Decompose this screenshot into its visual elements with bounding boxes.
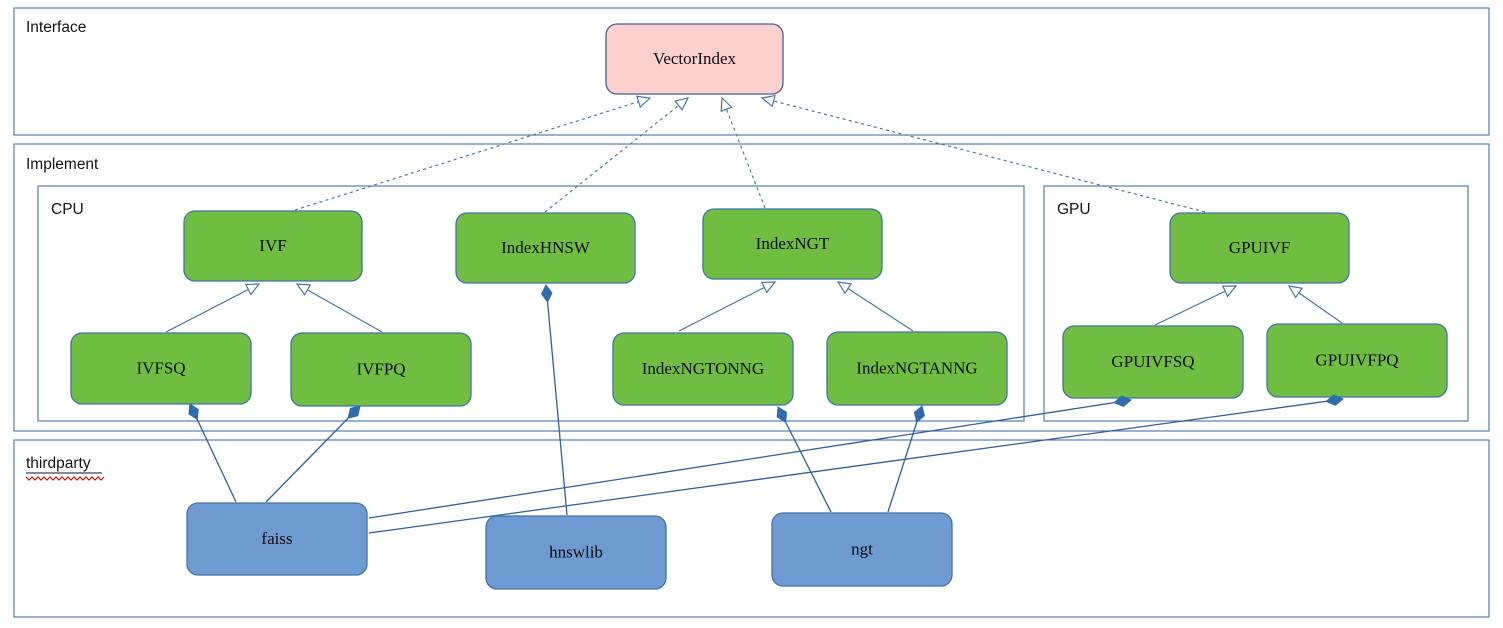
- package-gpu-label: GPU: [1057, 201, 1091, 218]
- class-node-box[interactable]: [826, 331, 1008, 406]
- class-node-box[interactable]: [771, 512, 953, 587]
- edge-ivfsq-faiss: [189, 403, 237, 503]
- edge-indexhnsw-vectorindex: [544, 97, 689, 213]
- edge-indexngtanng-ngt: [887, 405, 923, 513]
- class-node-label: IndexHNSW: [501, 238, 591, 257]
- class-node-label: ngt: [851, 539, 873, 558]
- edge-ivfsq-ivf: [165, 283, 260, 333]
- arrowhead-hollow-triangle-icon: [760, 94, 776, 108]
- edge-gpuivfsq-gpuivf: [1154, 285, 1237, 326]
- arrowhead-filled-diamond-icon: [541, 284, 553, 303]
- class-node-box[interactable]: [290, 332, 472, 407]
- arrowhead-hollow-triangle-icon: [1287, 285, 1304, 299]
- arrowhead-hollow-triangle-icon: [295, 283, 312, 296]
- edge-ivfpq-faiss: [265, 405, 361, 503]
- class-node-indexngt[interactable]: IndexNGT: [702, 208, 883, 280]
- class-node-label: GPUIVFSQ: [1111, 352, 1194, 371]
- package-thirdparty-label: thirdparty: [26, 455, 91, 472]
- class-node-label: IndexNGT: [756, 234, 830, 253]
- package-cpu-label: CPU: [51, 201, 84, 218]
- class-node-gpuivfsq[interactable]: GPUIVFSQ: [1062, 325, 1244, 399]
- class-node-box[interactable]: [612, 332, 794, 406]
- arrowhead-hollow-triangle-icon: [760, 281, 777, 294]
- class-node-box[interactable]: [1062, 325, 1244, 399]
- edge-indexngt-vectorindex: [721, 97, 766, 209]
- class-node-ivfpq[interactable]: IVFPQ: [290, 332, 472, 407]
- class-node-label: IVFSQ: [136, 358, 185, 377]
- class-node-label: IVF: [259, 236, 286, 255]
- class-node-label: IndexNGTANNG: [856, 358, 977, 377]
- edge-indexngtonng-indexngt: [678, 281, 776, 332]
- class-node-label: hnswlib: [549, 542, 603, 561]
- arrowhead-filled-diamond-icon: [347, 405, 361, 419]
- edge-indexhnsw-hnswlib: [545, 284, 568, 516]
- edge-layer: [165, 97, 1344, 534]
- spellcheck-squiggle-icon: [25, 476, 105, 481]
- edge-ivfpq-ivf: [296, 283, 383, 333]
- class-node-hnswlib[interactable]: hnswlib: [485, 515, 667, 590]
- arrowhead-hollow-triangle-icon: [1221, 285, 1238, 298]
- class-node-box[interactable]: [70, 332, 252, 405]
- class-node-box[interactable]: [1266, 323, 1448, 398]
- arrowhead-hollow-triangle-icon: [720, 96, 733, 113]
- class-node-label: faiss: [261, 529, 292, 548]
- class-node-box[interactable]: [1169, 212, 1350, 284]
- class-node-ivfsq[interactable]: IVFSQ: [70, 332, 252, 405]
- class-node-label: GPUIVFPQ: [1315, 350, 1398, 369]
- class-node-faiss[interactable]: faiss: [186, 502, 368, 576]
- class-node-indexhnsw[interactable]: IndexHNSW: [455, 212, 636, 284]
- class-node-vectorindex[interactable]: VectorIndex: [605, 23, 784, 95]
- arrowhead-filled-diamond-icon: [188, 403, 199, 421]
- class-node-label: GPUIVF: [1229, 238, 1290, 257]
- class-node-label: IVFPQ: [356, 359, 405, 378]
- arrowhead-layer: [188, 94, 1344, 424]
- class-node-gpuivf[interactable]: GPUIVF: [1169, 212, 1350, 284]
- arrowhead-filled-diamond-icon: [776, 406, 787, 424]
- class-node-gpuivfpq[interactable]: GPUIVFPQ: [1266, 323, 1448, 398]
- class-node-label: VectorIndex: [653, 49, 737, 68]
- class-node-indexngtonng[interactable]: IndexNGTONNG: [612, 332, 794, 406]
- class-node-ivf[interactable]: IVF: [183, 210, 363, 282]
- package-interface-label: Interface: [26, 19, 86, 36]
- arrowhead-hollow-triangle-icon: [244, 283, 261, 296]
- arrowhead-hollow-triangle-icon: [636, 95, 652, 108]
- edge-indexngtanng-indexngt: [837, 281, 914, 332]
- edge-ivf-vectorindex: [294, 97, 651, 211]
- arrowhead-filled-diamond-icon: [1325, 394, 1344, 406]
- class-node-box[interactable]: [605, 23, 784, 95]
- class-node-box[interactable]: [183, 210, 363, 282]
- class-node-box[interactable]: [702, 208, 883, 280]
- class-node-indexngtanng[interactable]: IndexNGTANNG: [826, 331, 1008, 406]
- class-node-box[interactable]: [455, 212, 636, 284]
- class-node-box[interactable]: [186, 502, 368, 576]
- class-node-label: IndexNGTONNG: [642, 359, 764, 378]
- arrowhead-hollow-triangle-icon: [836, 281, 853, 295]
- package-implement-label: Implement: [26, 156, 99, 173]
- arrowhead-hollow-triangle-icon: [674, 97, 690, 111]
- arrowhead-filled-diamond-icon: [913, 405, 925, 424]
- edge-gpuivfsq-faiss: [368, 399, 1132, 519]
- edge-gpuivfpq-faiss: [368, 398, 1344, 534]
- class-node-box[interactable]: [485, 515, 667, 590]
- class-node-ngt[interactable]: ngt: [771, 512, 953, 587]
- edge-indexngtonng-ngt: [777, 406, 832, 513]
- arrowhead-filled-diamond-icon: [1113, 395, 1132, 408]
